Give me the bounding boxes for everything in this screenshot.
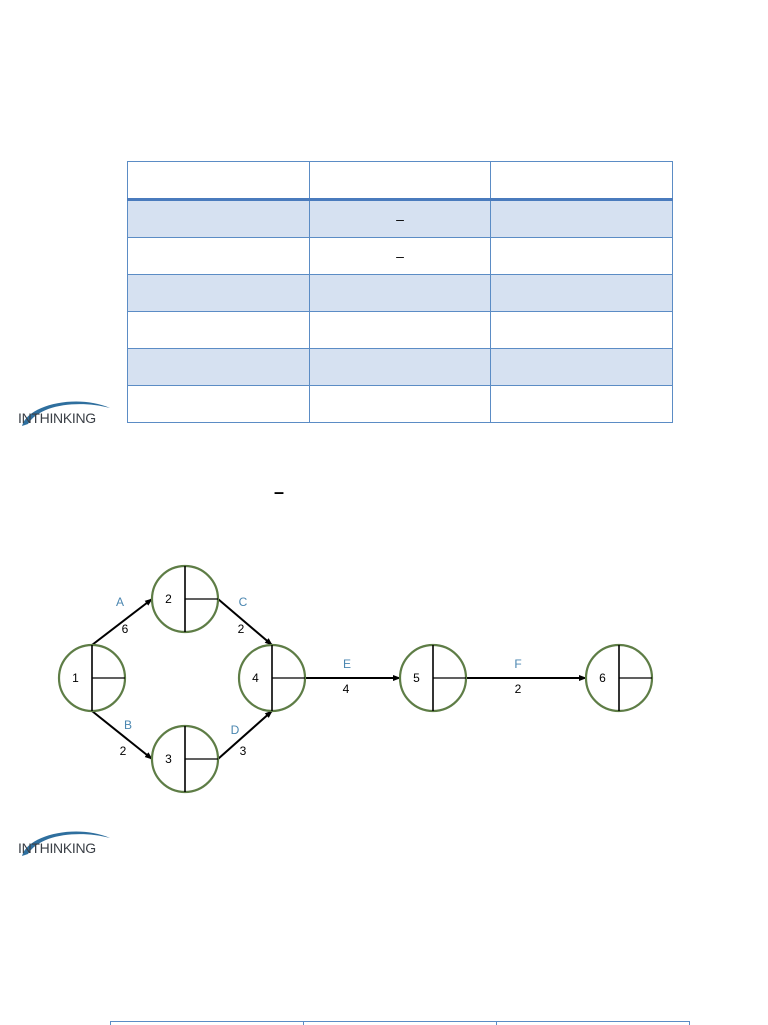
table-cell bbox=[490, 237, 673, 275]
table-cell bbox=[127, 274, 310, 312]
activity-name-label: D bbox=[231, 723, 240, 737]
node-number: 4 bbox=[252, 671, 259, 685]
activity-arrow-A bbox=[91, 598, 153, 646]
activity-name-label: E bbox=[343, 657, 351, 671]
activity-duration-label: 2 bbox=[120, 744, 127, 758]
logo-text: INTHINKING bbox=[18, 840, 96, 856]
node-number: 5 bbox=[413, 671, 420, 685]
node-number: 3 bbox=[165, 752, 172, 766]
node-number: 6 bbox=[599, 671, 606, 685]
table-cell: – bbox=[308, 199, 492, 238]
table-row bbox=[127, 385, 673, 423]
node-6: 6 bbox=[584, 643, 654, 713]
table-row bbox=[127, 348, 673, 386]
inthinking-logo: INTHINKING bbox=[18, 396, 114, 432]
activity-duration-label: 3 bbox=[240, 744, 247, 758]
logo-swoosh-icon bbox=[22, 831, 110, 856]
table-cell bbox=[490, 348, 673, 386]
activity-duration-label: 2 bbox=[515, 682, 522, 696]
activity-duration-label: 2 bbox=[238, 622, 245, 636]
table-cell bbox=[490, 385, 673, 423]
node-4: 4 bbox=[237, 643, 307, 713]
table-cell bbox=[490, 199, 673, 238]
dash-text: – bbox=[274, 482, 285, 502]
activity-arrow-D bbox=[217, 710, 273, 760]
next-table-edge bbox=[110, 1021, 690, 1025]
table-cell bbox=[490, 311, 673, 349]
logo-swoosh-icon bbox=[22, 401, 110, 426]
table-cell bbox=[308, 348, 492, 386]
activity-name-label: A bbox=[116, 595, 124, 609]
node-2: 2 bbox=[150, 564, 220, 634]
node-number: 1 bbox=[72, 671, 79, 685]
node-1: 1 bbox=[57, 643, 127, 713]
table-row bbox=[127, 311, 673, 349]
activity-name-label: C bbox=[239, 595, 248, 609]
activity-duration-label: 6 bbox=[122, 622, 129, 636]
activity-table: –– bbox=[127, 161, 673, 423]
table-cell bbox=[127, 237, 310, 275]
table-row bbox=[127, 161, 673, 201]
activity-arrow-B bbox=[91, 710, 153, 760]
table-cell bbox=[127, 199, 310, 238]
node-number: 2 bbox=[165, 592, 172, 606]
logo-text: INTHINKING bbox=[18, 410, 96, 426]
activity-name-label: F bbox=[514, 657, 521, 671]
activity-name-label: B bbox=[124, 718, 132, 732]
table-cell bbox=[308, 311, 492, 349]
table-cell bbox=[127, 311, 310, 349]
table-row: – bbox=[127, 199, 673, 238]
table-row bbox=[127, 274, 673, 312]
inthinking-logo-2: INTHINKING bbox=[18, 826, 114, 862]
table-row: – bbox=[127, 237, 673, 275]
table-cell bbox=[490, 161, 673, 201]
node-3: 3 bbox=[150, 724, 220, 794]
node-5: 5 bbox=[398, 643, 468, 713]
table-cell bbox=[308, 274, 492, 312]
table-cell bbox=[308, 161, 492, 201]
activity-arrow-C bbox=[217, 598, 273, 646]
table-cell: – bbox=[308, 237, 492, 275]
table-cell bbox=[308, 385, 492, 423]
table-cell bbox=[127, 348, 310, 386]
table-cell bbox=[127, 161, 310, 201]
table-cell bbox=[127, 385, 310, 423]
activity-duration-label: 4 bbox=[343, 682, 350, 696]
table-cell bbox=[490, 274, 673, 312]
